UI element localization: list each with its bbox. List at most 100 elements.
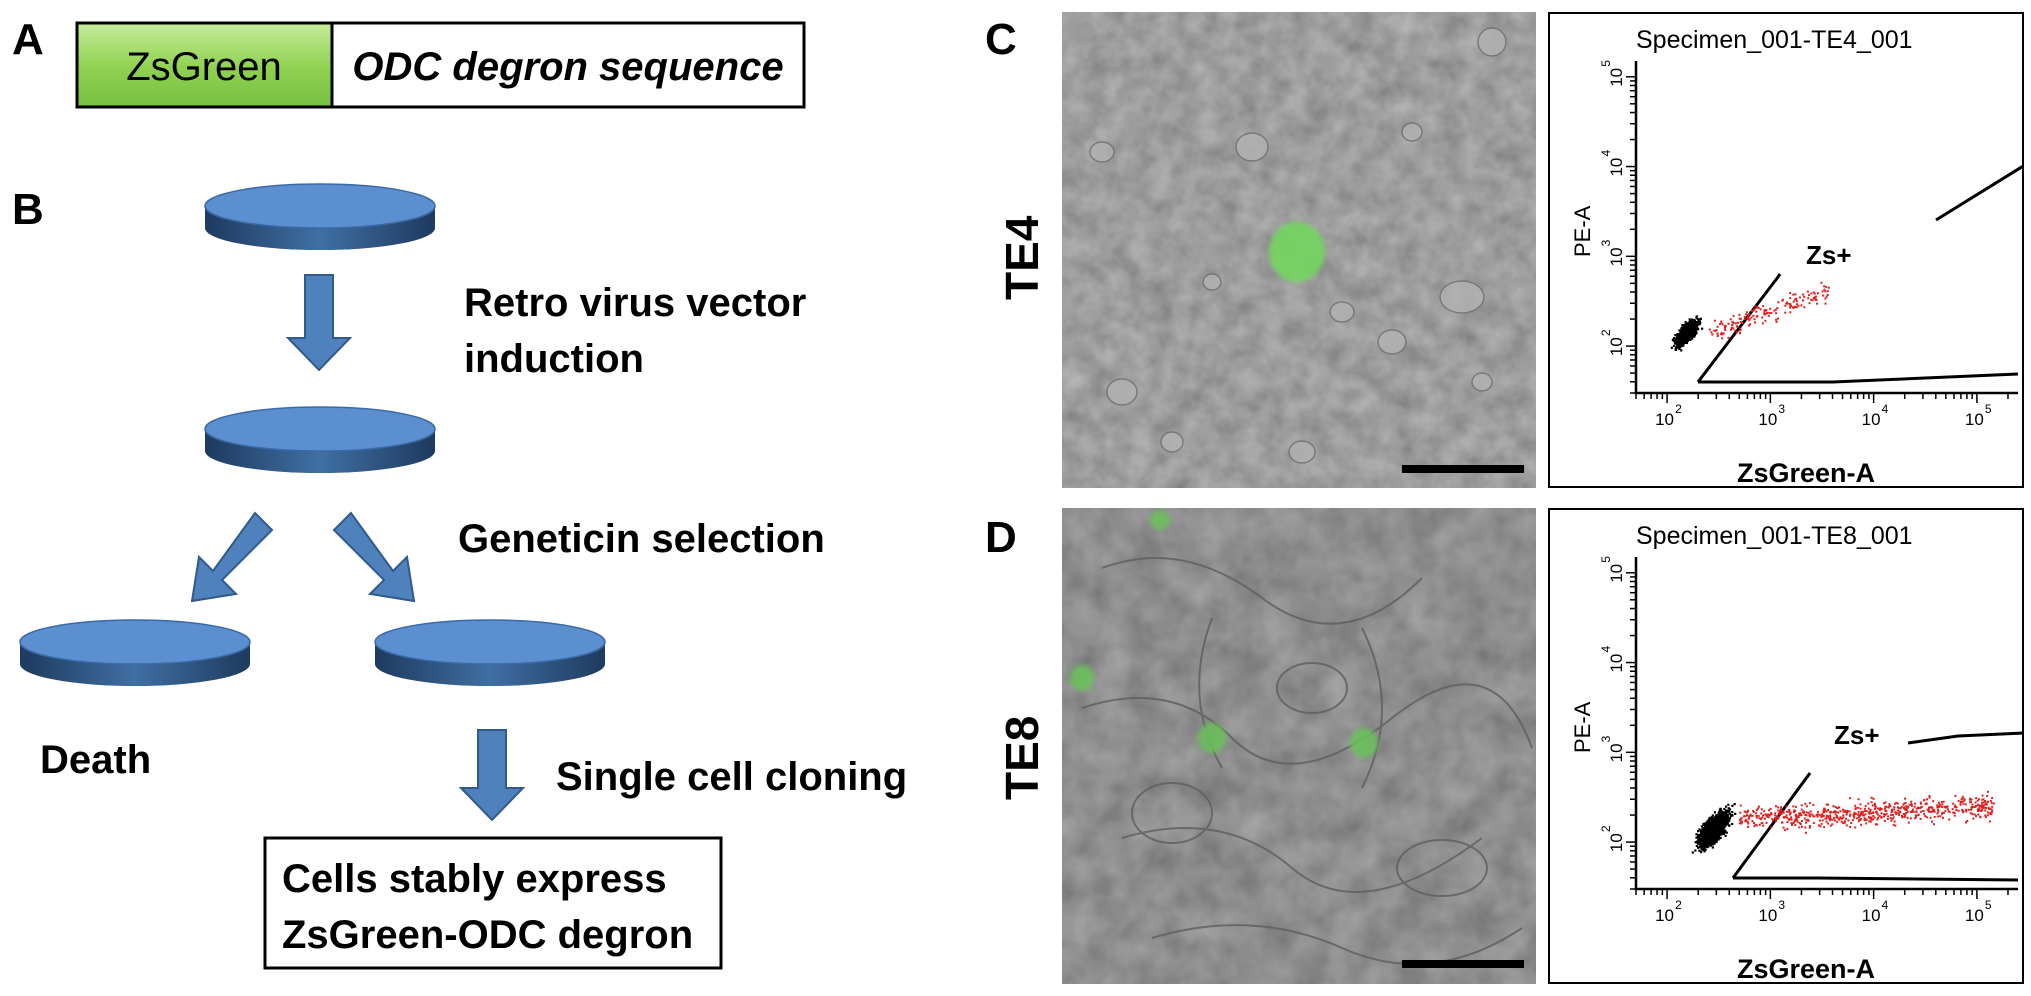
gated-event-dot <box>1924 815 1927 818</box>
gated-event-dot <box>1869 810 1872 813</box>
event-dot <box>1696 836 1699 839</box>
gated-event-dot <box>1767 314 1770 317</box>
gated-event-dot <box>1868 812 1871 815</box>
gated-event-dot <box>1751 814 1754 817</box>
gated-event-dot <box>1893 806 1896 809</box>
gated-event-dot <box>1753 825 1756 828</box>
gated-event-dot <box>1774 814 1777 817</box>
event-dot <box>1682 329 1685 332</box>
gated-event-dot <box>1916 807 1919 810</box>
gated-event-dot <box>1984 809 1987 812</box>
gated-event-dot <box>1928 810 1931 813</box>
gated-event-dot <box>1756 315 1759 318</box>
gated-event-dot <box>1910 804 1913 807</box>
event-dot <box>1713 839 1716 842</box>
event-dot <box>1692 329 1695 332</box>
gated-event-dot <box>1902 803 1905 806</box>
gated-event-dot <box>1798 814 1801 817</box>
gated-event-dot <box>1944 810 1947 813</box>
event-dot <box>1682 332 1686 336</box>
gated-event-dot <box>1894 824 1897 827</box>
event-dot <box>1704 834 1708 837</box>
gated-event-dot <box>1809 815 1812 818</box>
event-dot <box>1706 826 1709 830</box>
gated-event-dot <box>1715 329 1718 332</box>
gated-event-dot <box>1863 817 1866 820</box>
event-dot <box>1698 828 1701 831</box>
gated-event-dot <box>1745 811 1748 814</box>
gated-event-dot <box>1829 816 1832 819</box>
gated-event-dot <box>1970 808 1973 811</box>
gated-event-dot <box>1843 820 1846 823</box>
gated-event-dot <box>1750 309 1753 312</box>
gated-event-dot <box>1782 811 1785 814</box>
gated-event-dot <box>1817 813 1820 816</box>
gated-event-dot <box>1748 317 1751 320</box>
event-dot <box>1693 332 1696 335</box>
gated-event-dot <box>1971 813 1974 816</box>
gated-event-dot <box>1805 819 1808 822</box>
event-dot <box>1720 822 1723 825</box>
gated-event-dot <box>1805 814 1808 817</box>
gated-event-dot <box>1716 332 1719 335</box>
gated-event-dot <box>1837 811 1840 814</box>
event-dot <box>1698 836 1701 839</box>
gated-event-dot <box>1937 808 1940 811</box>
gated-event-dot <box>1804 826 1807 829</box>
gated-event-dot <box>1871 804 1874 807</box>
gated-event-dot <box>1800 808 1803 811</box>
gated-event-dot <box>1981 798 1984 801</box>
gated-event-dot <box>1778 810 1781 813</box>
zsgreen-positive-cell <box>1350 728 1378 758</box>
te4-label: TE4 <box>996 215 1048 300</box>
gated-event-dot <box>1731 324 1734 327</box>
gated-event-dot <box>1914 802 1917 805</box>
gated-event-dot <box>1738 819 1741 822</box>
gated-event-dot <box>1926 798 1929 801</box>
gated-event-dot <box>1809 810 1812 813</box>
event-dot <box>1717 812 1720 815</box>
gated-event-dot <box>1780 809 1783 812</box>
event-dot <box>1685 323 1688 326</box>
gated-event-dot <box>1918 806 1921 809</box>
gated-event-dot <box>1777 301 1780 304</box>
step-retrovirus-line1: Retro virus vector <box>464 281 807 325</box>
gated-event-dot <box>1811 299 1814 302</box>
event-dot <box>1702 841 1705 844</box>
gated-event-dot <box>1769 807 1772 810</box>
gated-event-dot <box>1898 813 1901 816</box>
gated-event-dot <box>1770 312 1773 315</box>
gated-event-dot <box>1775 312 1778 315</box>
event-dot <box>1674 348 1678 351</box>
gated-event-dot <box>1953 814 1956 817</box>
gated-event-dot <box>1869 817 1872 820</box>
gated-event-dot <box>1792 805 1795 808</box>
gated-event-dot <box>1774 805 1777 808</box>
culture-dish-1 <box>204 183 436 251</box>
gated-event-dot <box>1990 813 1993 816</box>
event-dot <box>1726 809 1729 812</box>
gated-event-dot <box>1941 811 1944 814</box>
event-dot <box>1731 810 1734 814</box>
gated-event-dot <box>1746 317 1749 320</box>
gated-event-dot <box>1721 323 1724 326</box>
gated-event-dot <box>1941 803 1944 806</box>
gated-event-dot <box>1816 815 1819 818</box>
event-dot <box>1727 807 1730 810</box>
gated-event-dot <box>1957 809 1960 812</box>
gated-event-dot <box>1754 321 1757 324</box>
event-dot <box>1710 816 1714 819</box>
odc-degron-label: ODC degron sequence <box>352 45 783 89</box>
gated-event-dot <box>1798 812 1801 815</box>
event-dot <box>1704 822 1707 825</box>
event-dot <box>1725 809 1728 812</box>
gated-event-dot <box>1863 819 1866 822</box>
gated-event-dot <box>1896 809 1899 812</box>
event-dot <box>1722 829 1725 832</box>
event-dot <box>1680 349 1683 352</box>
event-dot <box>1680 344 1683 348</box>
gated-event-dot <box>1891 813 1894 816</box>
scale-bar <box>1402 465 1524 473</box>
event-dot <box>1706 845 1709 849</box>
gated-event-dot <box>1867 802 1870 805</box>
